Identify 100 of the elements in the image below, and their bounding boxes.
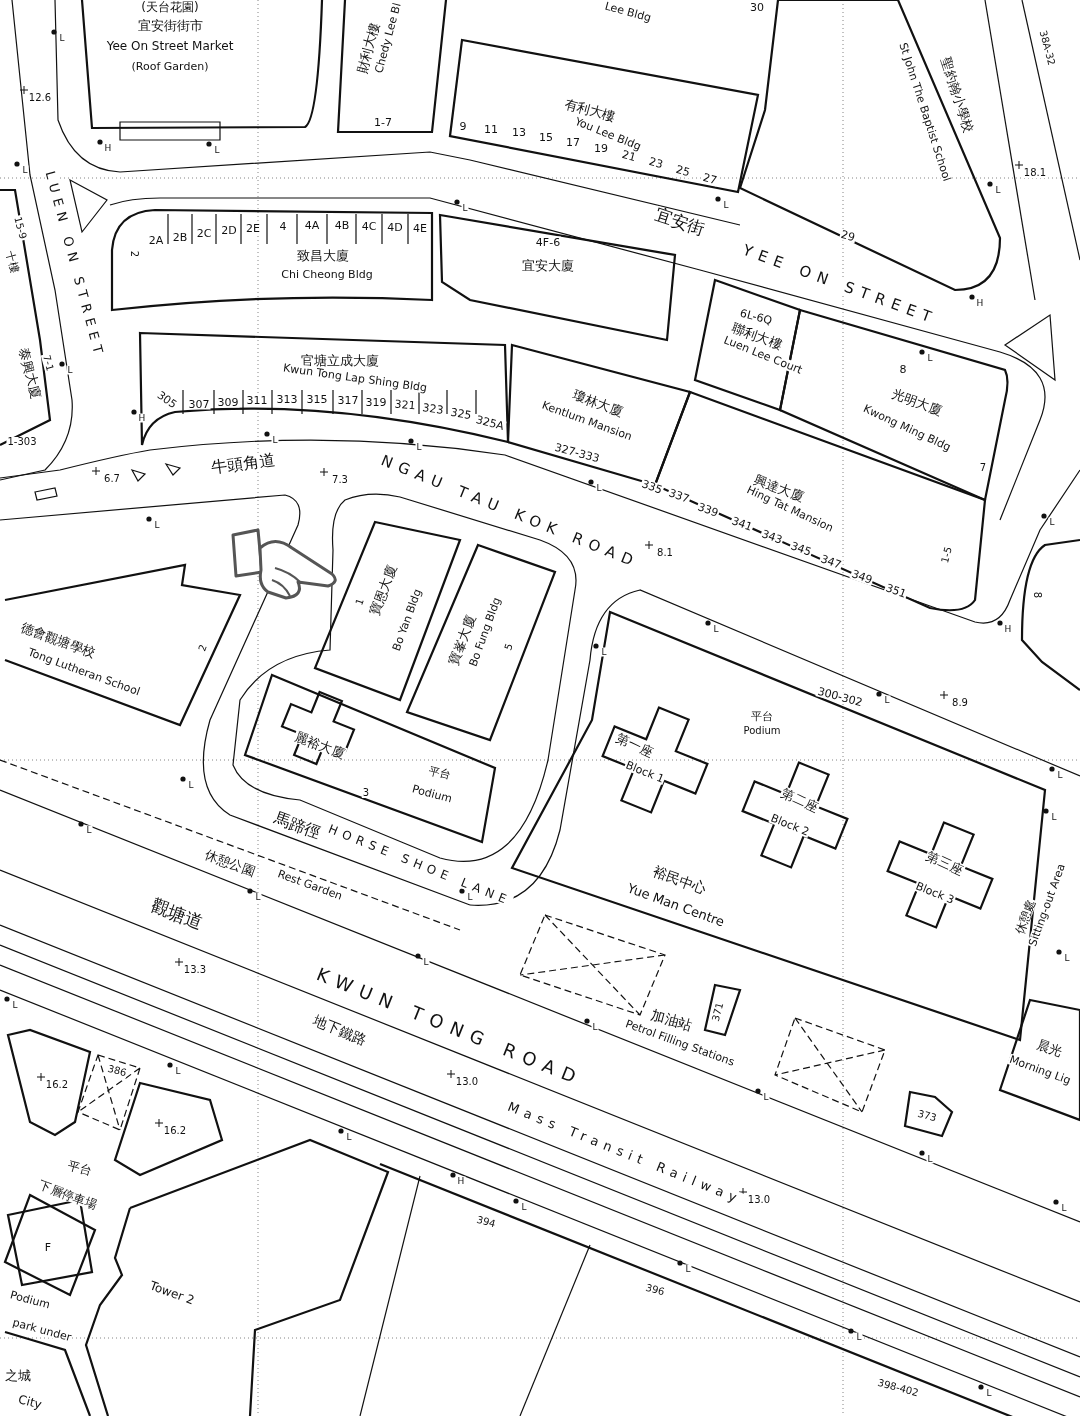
- place-label: 4D: [386, 221, 404, 233]
- lamp-post-symbol-label: L: [595, 483, 603, 493]
- place-label: 4E: [412, 222, 428, 234]
- place-label: 馬蹄徑: [270, 809, 324, 843]
- place-label: 347: [818, 552, 844, 572]
- lamp-post-symbol-label: L: [722, 200, 730, 210]
- place-label: 十樓: [3, 249, 21, 275]
- place-label: 315: [305, 393, 329, 405]
- place-label: 4F-6: [534, 236, 562, 248]
- place-label: 8: [1032, 590, 1042, 600]
- place-label: 396: [643, 1282, 667, 1298]
- place-label: 牛頭角道: [209, 451, 277, 477]
- lamp-post-symbol-label: L: [461, 203, 469, 213]
- spot-height-label: 13.0: [454, 1077, 480, 1087]
- lamp-post-symbol-label: L: [153, 520, 161, 530]
- place-label: 4B: [333, 219, 351, 231]
- place-label: 宜安大廈: [521, 258, 575, 272]
- place-label: 11: [483, 123, 499, 135]
- place-label: 8: [898, 363, 908, 375]
- place-label: 麗裕大廈: [292, 729, 348, 761]
- lamp-post-symbol-label: L: [600, 647, 608, 657]
- lamp-post-symbol-label: H: [456, 1176, 466, 1186]
- place-label: 311: [245, 394, 269, 406]
- place-label: 第三座: [923, 848, 967, 878]
- lamp-post-symbol-label: L: [762, 1092, 770, 1102]
- place-label: Lee Bldg: [602, 0, 654, 24]
- lamp-post-symbol-label: L: [58, 33, 66, 43]
- place-label: 4: [278, 220, 288, 232]
- place-label: 17: [565, 136, 581, 148]
- place-label: 23: [646, 155, 666, 171]
- place-label: 2C: [195, 227, 213, 239]
- spot-height-label: 16.2: [44, 1080, 70, 1090]
- lamp-post-symbol-label: L: [1063, 953, 1071, 963]
- place-label: Chi Cheong Bldg: [280, 268, 374, 280]
- lamp-post-symbol-label: L: [66, 365, 74, 375]
- place-label: 1-5: [939, 544, 955, 566]
- place-label: 15: [538, 131, 554, 143]
- place-label: Block 1: [623, 759, 667, 785]
- spot-height-label: 8.1: [656, 548, 674, 558]
- place-label: 宜安街街市: [136, 18, 204, 32]
- place-label: 13: [511, 126, 527, 138]
- place-label: F: [43, 1241, 53, 1253]
- lamp-post-symbol-label: L: [11, 1000, 19, 1010]
- place-label: 15-9: [11, 214, 29, 242]
- spot-height-label: 13.3: [182, 965, 208, 975]
- lamp-post-symbol-label: H: [103, 143, 113, 153]
- lamp-post-symbol-label: L: [1056, 770, 1064, 780]
- place-label: 349: [849, 567, 875, 587]
- place-label: 373: [915, 1108, 939, 1124]
- place-label: 25: [673, 163, 693, 179]
- lamp-post-symbol-label: L: [85, 825, 93, 835]
- place-label: 4C: [360, 220, 378, 232]
- place-label: 309: [216, 396, 240, 408]
- lamp-post-symbol-label: L: [174, 1066, 182, 1076]
- spot-height-label: 18.1: [1022, 168, 1048, 178]
- place-label: 平台: [427, 764, 453, 782]
- place-label: 394: [474, 1214, 498, 1230]
- lamp-post-symbol-label: H: [975, 298, 985, 308]
- place-label: 7-1: [40, 352, 56, 374]
- place-label: 317: [336, 394, 360, 406]
- lamp-post-symbol-label: L: [187, 780, 195, 790]
- place-label: 宜安街: [652, 205, 708, 239]
- lamp-post-symbol-label: L: [520, 1202, 528, 1212]
- lamp-post-symbol-label: L: [684, 1264, 692, 1274]
- lamp-post-symbol-label: L: [422, 957, 430, 967]
- lamp-post-symbol-label: L: [883, 695, 891, 705]
- place-label: 307: [187, 398, 211, 410]
- lamp-post-symbol-label: H: [137, 413, 147, 423]
- place-label: 19: [593, 142, 609, 154]
- lamp-post-symbol-label: L: [926, 1154, 934, 1164]
- place-label: 323: [420, 401, 446, 417]
- place-label: Yee On Street Market: [105, 40, 235, 52]
- place-label: 319: [364, 396, 388, 408]
- place-label: 325A: [473, 413, 507, 433]
- lamp-post-symbol-label: L: [855, 1332, 863, 1342]
- lamp-post-symbol-label: L: [254, 892, 262, 902]
- lamp-post-symbol-label: L: [21, 165, 29, 175]
- place-label: 321: [393, 398, 417, 412]
- lamp-post-symbol-label: L: [1060, 1203, 1068, 1213]
- place-label: 29: [838, 228, 858, 244]
- spot-height-label: 13.0: [746, 1195, 772, 1205]
- place-label: 2A: [147, 234, 165, 246]
- place-label: Podium: [742, 726, 782, 736]
- place-label: 3: [361, 788, 371, 798]
- place-label: 351: [883, 581, 909, 601]
- spot-height-label: 16.2: [162, 1126, 188, 1136]
- place-label: (天台花園): [140, 1, 200, 13]
- place-label: 2D: [220, 224, 238, 236]
- place-label: 1-7: [373, 116, 393, 128]
- spot-height-label: 8.9: [951, 698, 969, 708]
- place-label: 1-303: [6, 437, 38, 447]
- lamp-post-symbol-label: L: [712, 624, 720, 634]
- lamp-post-symbol-label: L: [985, 1388, 993, 1398]
- place-label: 345: [788, 539, 814, 559]
- spot-height-label: 12.6: [27, 93, 53, 103]
- lamp-post-symbol-label: L: [415, 442, 423, 452]
- lamp-post-symbol-label: L: [271, 435, 279, 445]
- place-label: (Roof Garden): [130, 60, 210, 72]
- place-label: City: [16, 1392, 44, 1412]
- place-label: Block 3: [913, 880, 957, 906]
